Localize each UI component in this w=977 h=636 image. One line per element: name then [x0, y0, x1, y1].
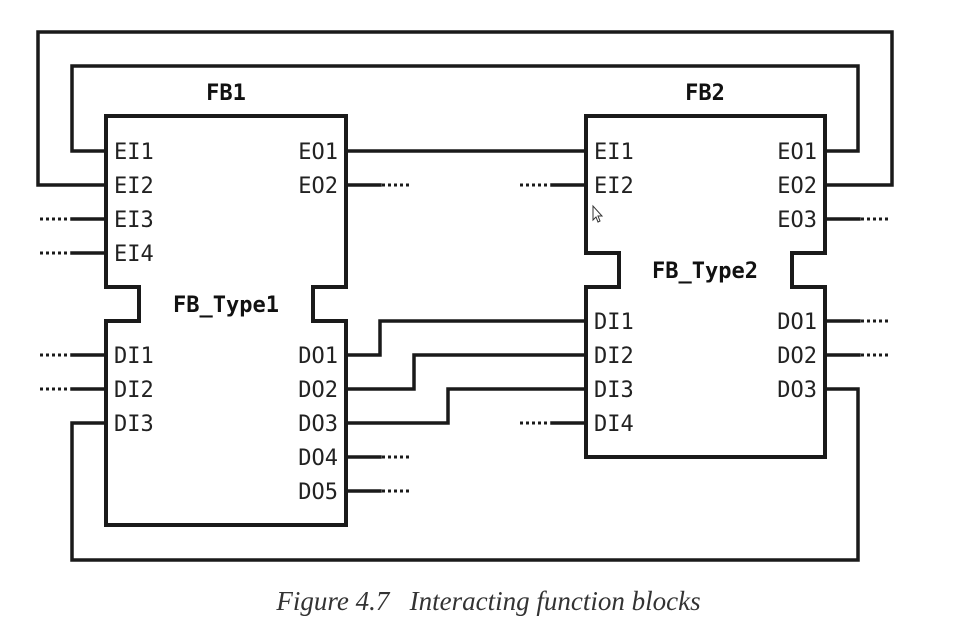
- figure-caption: Figure 4.7 Interacting function blocks: [0, 586, 977, 617]
- fb2-port-eo1[interactable]: EO1: [777, 140, 817, 165]
- function-block-fb1[interactable]: FB1 FB_Type1 EI1 EI2 EI3 EI4 EO1 EO2 DI1…: [104, 81, 348, 527]
- fb2-port-eo3[interactable]: EO3: [777, 208, 817, 233]
- fb1-port-do3[interactable]: DO3: [298, 412, 338, 437]
- fb1-port-do4[interactable]: DO4: [298, 446, 338, 471]
- fb2-instance-name: FB2: [685, 81, 725, 106]
- fb1-type-name: FB_Type1: [173, 293, 279, 318]
- fb1-port-di1[interactable]: DI1: [114, 344, 154, 369]
- fb2-port-di4[interactable]: DI4: [594, 412, 634, 437]
- fb1-port-di3[interactable]: DI3: [114, 412, 154, 437]
- fb2-port-ei2[interactable]: EI2: [594, 174, 634, 199]
- function-block-fb2[interactable]: FB2 FB_Type2 EI1 EI2 EO1 EO2 EO3 DI1 DI2…: [584, 81, 827, 459]
- fb1-port-ei2[interactable]: EI2: [114, 174, 154, 199]
- wire-fb2-do3-to-fb1-di3: [70, 387, 860, 562]
- fb1-instance-name: FB1: [206, 81, 246, 106]
- fb2-type-name: FB_Type2: [652, 259, 758, 284]
- fb2-port-do1[interactable]: DO1: [777, 310, 817, 335]
- wire-fb1-do3-to-fb2-di3: [344, 387, 588, 425]
- fb2-port-do3[interactable]: DO3: [777, 378, 817, 403]
- fb1-port-ei3[interactable]: EI3: [114, 208, 154, 233]
- wire-fb1-do1-to-fb2-di1: [344, 319, 588, 357]
- fb1-port-di2[interactable]: DI2: [114, 378, 154, 403]
- figure-caption-label: Figure 4.7: [276, 586, 390, 616]
- fb1-port-eo2[interactable]: EO2: [298, 174, 338, 199]
- wire-fb2-eo2-to-fb1-ei2: [36, 30, 894, 187]
- fb1-port-ei1[interactable]: EI1: [114, 140, 154, 165]
- fb2-port-di1[interactable]: DI1: [594, 310, 634, 335]
- fb2-port-di2[interactable]: DI2: [594, 344, 634, 369]
- fb2-port-do2[interactable]: DO2: [777, 344, 817, 369]
- fb1-port-do1[interactable]: DO1: [298, 344, 338, 369]
- open-stubs: [40, 183, 889, 493]
- function-block-diagram: FB1 FB_Type1 EI1 EI2 EI3 EI4 EO1 EO2 DI1…: [36, 30, 894, 562]
- fb2-outline: [584, 114, 827, 459]
- mouse-pointer-icon: [592, 204, 604, 223]
- wire-fb1-do2-to-fb2-di2: [344, 353, 588, 391]
- fb1-port-do5[interactable]: DO5: [298, 480, 338, 505]
- fb1-port-ei4[interactable]: EI4: [114, 242, 154, 267]
- fb1-port-eo1[interactable]: EO1: [298, 140, 338, 165]
- figure-caption-text: Interacting function blocks: [409, 586, 701, 616]
- fb2-port-di3[interactable]: DI3: [594, 378, 634, 403]
- fb1-port-do2[interactable]: DO2: [298, 378, 338, 403]
- wire-fb2-eo1-to-fb1-ei1: [70, 64, 860, 153]
- fb1-outline: [104, 114, 348, 527]
- fb2-port-eo2[interactable]: EO2: [777, 174, 817, 199]
- fb2-port-ei1[interactable]: EI1: [594, 140, 634, 165]
